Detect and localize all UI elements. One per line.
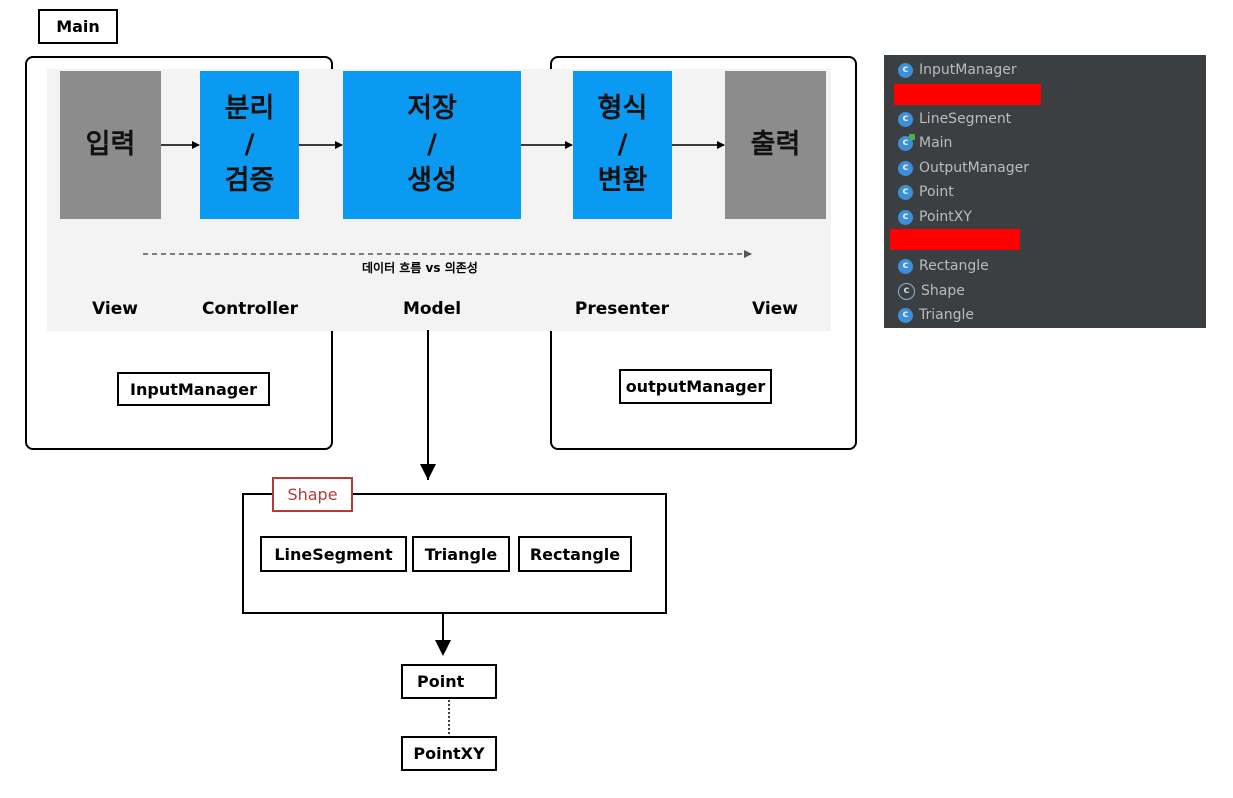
class-icon: c <box>898 111 913 127</box>
rectangle-box: Rectangle <box>518 536 632 572</box>
class-item-label: PointXY <box>919 209 972 225</box>
class-item-outputmanager[interactable]: c OutputManager <box>898 157 1029 179</box>
class-item-pointxy[interactable]: c PointXY <box>898 206 972 228</box>
class-item-label: OutputManager <box>919 160 1029 176</box>
stage-label-model: Model <box>402 299 462 319</box>
stage-label-controller: Controller <box>201 299 298 319</box>
class-item-main[interactable]: c Main <box>898 132 952 154</box>
flow-caption: 데이터 흐름 vs 의존성 <box>362 261 478 275</box>
class-icon: c <box>898 209 913 225</box>
class-item-shape[interactable]: c Shape <box>898 280 965 302</box>
class-item-label: Triangle <box>919 307 974 323</box>
arrow-model-to-shape-head <box>420 464 436 480</box>
stage-label-view-output: View <box>752 299 798 319</box>
class-item-triangle[interactable]: c Triangle <box>898 304 974 326</box>
class-icon: c <box>898 160 913 176</box>
input-manager-box: InputManager <box>117 372 270 406</box>
redacted-item <box>890 229 1020 250</box>
main-class-icon: c <box>898 133 915 151</box>
class-icon: c <box>898 184 913 200</box>
class-item-label: Rectangle <box>919 258 989 274</box>
triangle-box: Triangle <box>412 536 510 572</box>
class-icon: c <box>898 258 913 274</box>
validate-block: 분리 / 검증 <box>200 71 299 219</box>
redacted-item <box>894 84 1041 105</box>
stage-label-view-input: View <box>92 299 138 319</box>
main-label: Main <box>38 9 118 44</box>
class-icon: c <box>898 62 913 78</box>
class-item-label: LineSegment <box>919 111 1012 127</box>
output-manager-box: outputManager <box>619 369 772 404</box>
abstract-class-icon: c <box>898 282 915 300</box>
pointxy-box: PointXY <box>401 736 497 771</box>
class-item-inputmanager[interactable]: c InputManager <box>898 59 1017 81</box>
format-block: 형식 / 변환 <box>573 71 672 219</box>
arrow-shape-to-point-head <box>435 640 451 656</box>
class-icon: c <box>898 307 913 323</box>
stage-label-presenter: Presenter <box>574 299 670 319</box>
class-item-rectangle[interactable]: c Rectangle <box>898 255 989 277</box>
shape-title: Shape <box>272 477 353 512</box>
linesegment-box: LineSegment <box>260 536 407 572</box>
point-box: Point <box>401 664 497 699</box>
class-item-linesegment[interactable]: c LineSegment <box>898 108 1011 130</box>
class-item-label: Shape <box>921 283 965 299</box>
class-item-label: Point <box>919 184 954 200</box>
class-list-panel: c InputManager c LineSegment c Main c Ou… <box>884 55 1206 328</box>
class-item-label: Main <box>919 135 953 151</box>
store-block: 저장 / 생성 <box>343 71 521 219</box>
input-block: 입력 <box>60 71 161 219</box>
shape-title-text: Shape <box>287 485 338 504</box>
class-item-point[interactable]: c Point <box>898 181 954 203</box>
output-block: 출력 <box>725 71 826 219</box>
class-item-label: InputManager <box>919 62 1017 78</box>
